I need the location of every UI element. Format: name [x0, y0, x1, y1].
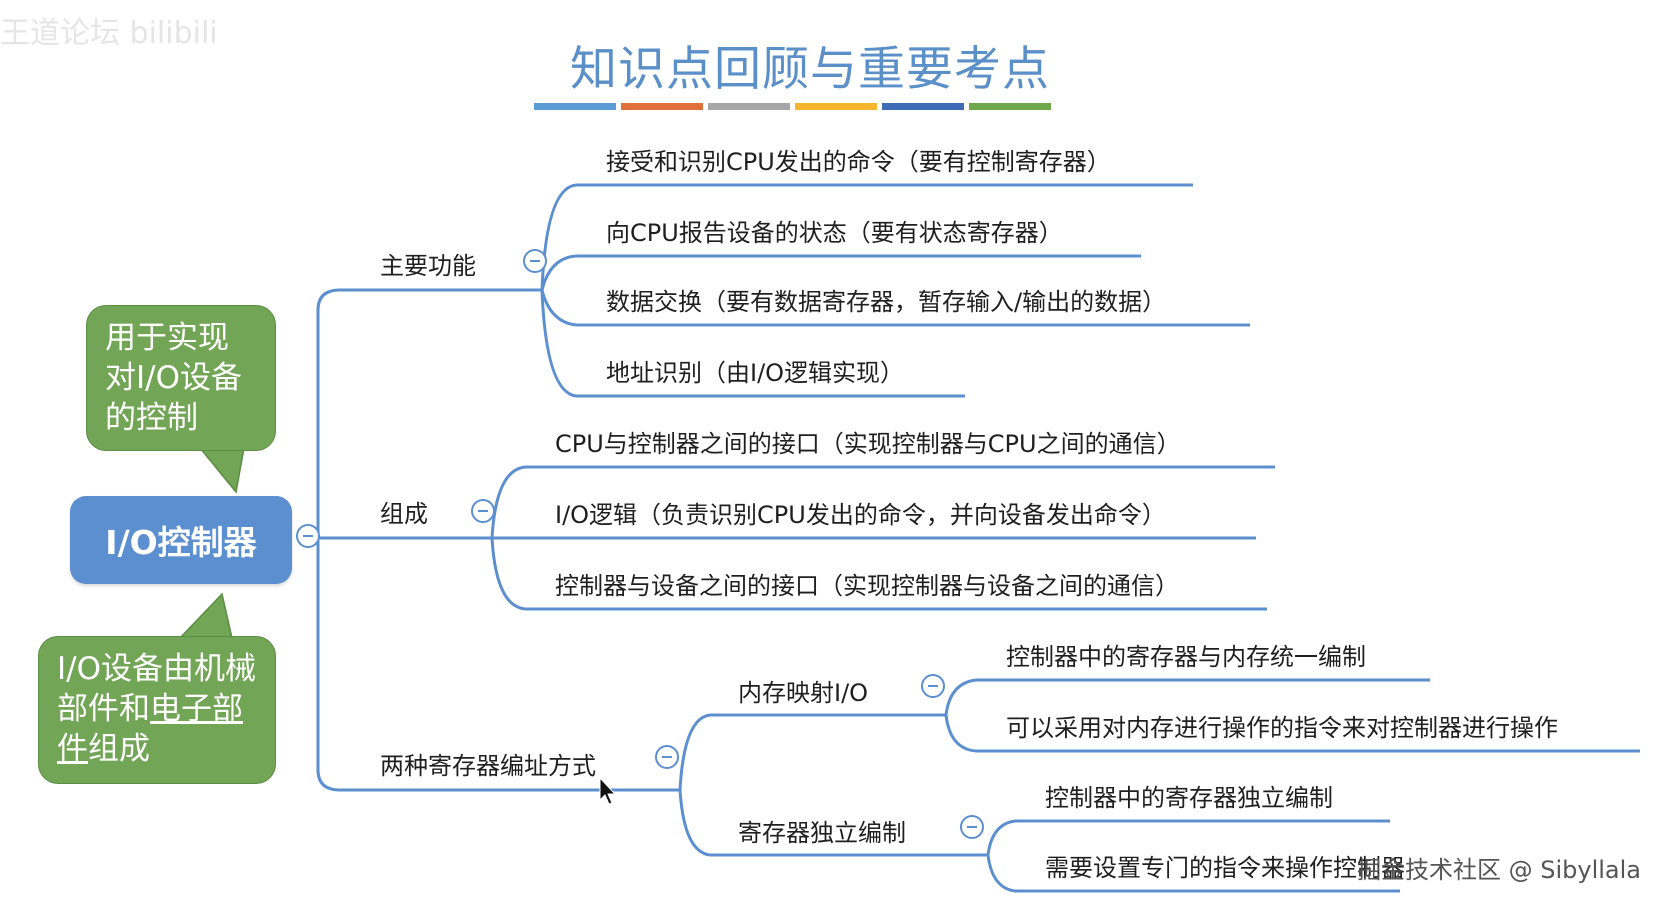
fan-connector: [944, 714, 977, 753]
fan-connector: [944, 678, 977, 716]
fan-connector: [678, 789, 711, 857]
leaf-node[interactable]: 可以采用对内存进行操作的指令来对控制器进行操作: [1006, 714, 1558, 742]
subbranch-node-independent[interactable]: 寄存器独立编制: [738, 819, 906, 847]
leaf-node[interactable]: 地址识别（由I/O逻辑实现）: [606, 359, 905, 387]
leaf-node[interactable]: I/O逻辑（负责识别CPU发出的命令，并向设备发出命令）: [555, 501, 1166, 529]
leaf-node[interactable]: 需要设置专门的指令来操作控制器: [1045, 854, 1405, 882]
callout-text: I/O设备由机械部件和: [57, 651, 256, 727]
root-node[interactable]: I/O控制器: [70, 496, 292, 584]
connector-root-trunk: [316, 288, 341, 792]
fan-connector: [986, 854, 1016, 893]
fan-connector: [678, 713, 711, 791]
fan-connector: [540, 289, 577, 398]
watermark-credit: 掘金技术社区 @ Sibyllala: [1357, 856, 1642, 884]
watermark-logo: 王道论坛 bilibili: [0, 16, 218, 51]
leaf-node[interactable]: CPU与控制器之间的接口（实现控制器与CPU之间的通信）: [555, 430, 1181, 458]
root-node-label: I/O控制器: [105, 523, 257, 562]
fan-connector: [986, 819, 1016, 856]
title-stripe: [795, 103, 877, 110]
title-stripe: [708, 103, 790, 110]
branch-node-functions[interactable]: 主要功能: [380, 252, 476, 280]
callout-text-tail: 组成: [88, 731, 150, 767]
leaf-node[interactable]: 控制器中的寄存器独立编制: [1045, 784, 1333, 812]
callout-purpose: 用于实现对I/O设备的控制: [86, 305, 276, 451]
title-stripe: [534, 103, 616, 110]
fan-connector: [540, 289, 577, 327]
leaf-node[interactable]: 控制器与设备之间的接口（实现控制器与设备之间的通信）: [555, 572, 1179, 600]
callout-pointer: [198, 447, 245, 494]
callout-pointer: [178, 592, 233, 639]
fan-connector: [540, 254, 577, 291]
leaf-node[interactable]: 控制器中的寄存器与内存统一编制: [1006, 643, 1366, 671]
title-stripe: [969, 103, 1051, 110]
mouse-cursor-icon: [599, 776, 617, 805]
branch-node-addressing[interactable]: 两种寄存器编址方式: [380, 752, 596, 780]
leaf-node[interactable]: 数据交换（要有数据寄存器，暂存输入/输出的数据）: [606, 288, 1167, 316]
fan-connector: [490, 537, 526, 611]
title-stripe: [621, 103, 703, 110]
fan-connector: [490, 465, 526, 539]
callout-underlined-text: 电子部件: [57, 691, 243, 767]
branch-node-composition[interactable]: 组成: [380, 500, 428, 528]
subbranch-node-memory-mapped[interactable]: 内存映射I/O: [738, 679, 869, 707]
callout-composition: I/O设备由机械部件和电子部件组成: [38, 636, 276, 784]
leaf-node[interactable]: 接受和识别CPU发出的命令（要有控制寄存器）: [606, 148, 1111, 176]
title-stripe: [882, 103, 964, 110]
leaf-node[interactable]: 向CPU报告设备的状态（要有状态寄存器）: [606, 219, 1063, 247]
page-title: 知识点回顾与重要考点: [570, 42, 1050, 97]
